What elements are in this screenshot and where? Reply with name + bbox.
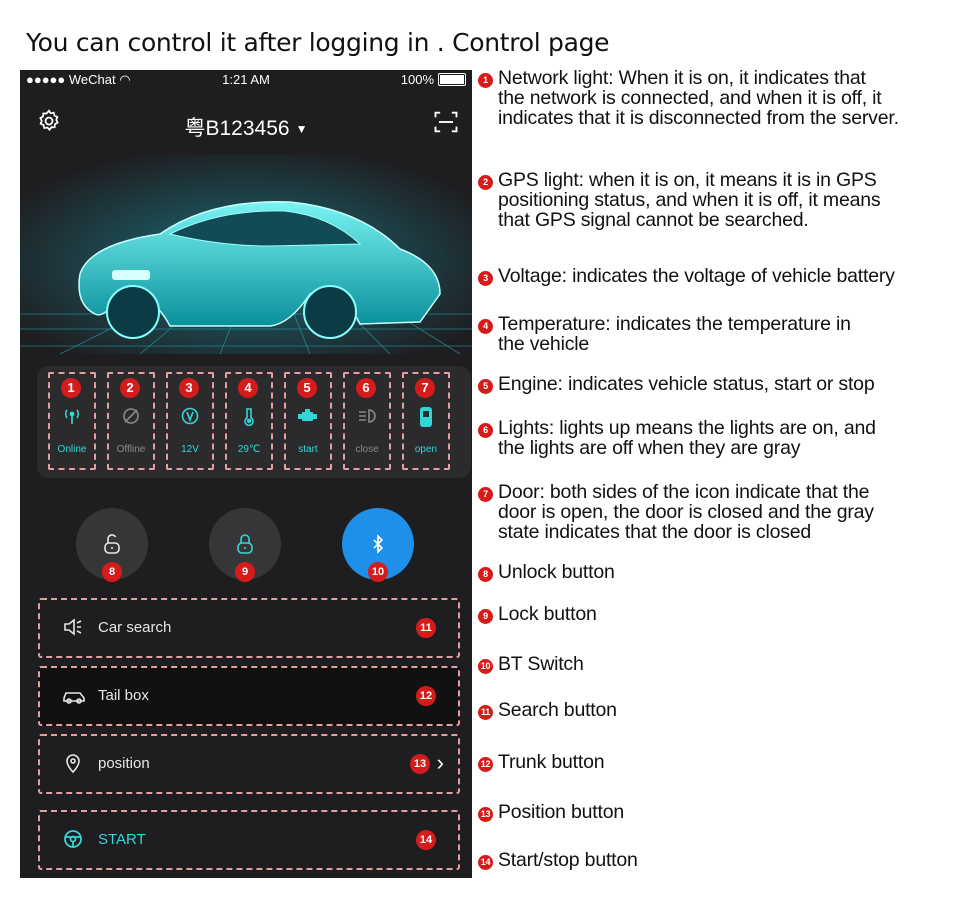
badge-11: 11: [416, 618, 436, 638]
indicator-gps: 2 Offline: [107, 372, 155, 470]
app-bar: 粤B123456 ▼: [20, 104, 472, 144]
voltage-icon: [168, 406, 212, 431]
indicator-label: open: [414, 444, 438, 455]
gear-icon[interactable]: [36, 108, 62, 139]
start-button[interactable]: START 14: [38, 810, 460, 870]
indicator-number: 7: [415, 378, 435, 398]
steering-icon: [62, 828, 84, 855]
scan-icon[interactable]: [432, 108, 460, 141]
row-label: Tail box: [98, 687, 149, 704]
page-heading: You can control it after logging in . Co…: [26, 28, 610, 57]
indicator-network: 1 Online: [48, 372, 96, 470]
indicator-door: 7 open: [402, 372, 450, 470]
car-hero-image: [20, 154, 472, 355]
engine-icon: [286, 406, 330, 431]
plate-number: 粤B123456: [184, 117, 290, 140]
antenna-icon: [50, 406, 94, 431]
indicator-label: 29℃: [237, 444, 261, 455]
battery-icon: [438, 73, 466, 86]
row-label: position: [98, 755, 150, 772]
lock-button[interactable]: 9: [209, 508, 281, 582]
status-carrier: ●●●●● WeChat ◠: [26, 72, 131, 87]
badge-8: 8: [102, 562, 122, 582]
indicator-engine: 5 start: [284, 372, 332, 470]
vehicle-selector[interactable]: 粤B123456 ▼: [20, 112, 472, 142]
position-button[interactable]: position 13 ›: [38, 734, 460, 794]
chevron-right-icon: ›: [436, 750, 444, 775]
lock-icon: [237, 534, 253, 554]
indicator-temperature: 4 29℃: [225, 372, 273, 470]
indicator-label: Offline: [116, 444, 146, 455]
status-bar: ●●●●● WeChat ◠ 1:21 AM 100%: [20, 70, 472, 90]
indicator-number: 2: [120, 378, 140, 398]
phone-screen: ●●●●● WeChat ◠ 1:21 AM 100% 粤B123456 ▼: [20, 70, 472, 878]
indicator-number: 3: [179, 378, 199, 398]
unlock-icon: [104, 534, 120, 554]
car-icon: [62, 684, 86, 711]
gps-off-icon: [109, 406, 153, 431]
caret-down-icon: ▼: [295, 122, 308, 137]
bluetooth-button[interactable]: 10: [342, 508, 414, 582]
headlight-icon: [345, 406, 389, 431]
unlock-button[interactable]: 8: [76, 508, 148, 582]
door-icon: [404, 406, 448, 433]
indicator-number: 5: [297, 378, 317, 398]
indicator-label: close: [355, 444, 379, 455]
car-search-button[interactable]: Car search 11: [38, 598, 460, 658]
indicator-number: 6: [356, 378, 376, 398]
indicator-voltage: 3 12V: [166, 372, 214, 470]
tail-box-button[interactable]: Tail box 12: [38, 666, 460, 726]
indicator-panel: 1 Online 2 Offline 3 12V 4 29℃ 5 start 6…: [37, 366, 471, 478]
indicator-label: 12V: [181, 444, 199, 455]
indicator-label: start: [298, 444, 318, 455]
badge-10: 10: [368, 562, 388, 582]
indicator-label: Online: [57, 444, 87, 455]
indicator-number: 1: [61, 378, 81, 398]
indicator-lights: 6 close: [343, 372, 391, 470]
thermometer-icon: [227, 406, 271, 431]
indicator-number: 4: [238, 378, 258, 398]
status-time: 1:21 AM: [222, 72, 270, 87]
badge-12: 12: [416, 686, 436, 706]
badge-13: 13: [410, 754, 430, 774]
bluetooth-icon: [373, 534, 384, 554]
row-label: Car search: [98, 619, 172, 636]
status-battery: 100%: [401, 72, 466, 87]
row-label: START: [98, 831, 146, 848]
speaker-icon: [62, 616, 84, 643]
badge-14: 14: [416, 830, 436, 850]
wifi-icon: ◠: [119, 72, 131, 87]
pin-icon: [62, 752, 84, 779]
badge-9: 9: [235, 562, 255, 582]
